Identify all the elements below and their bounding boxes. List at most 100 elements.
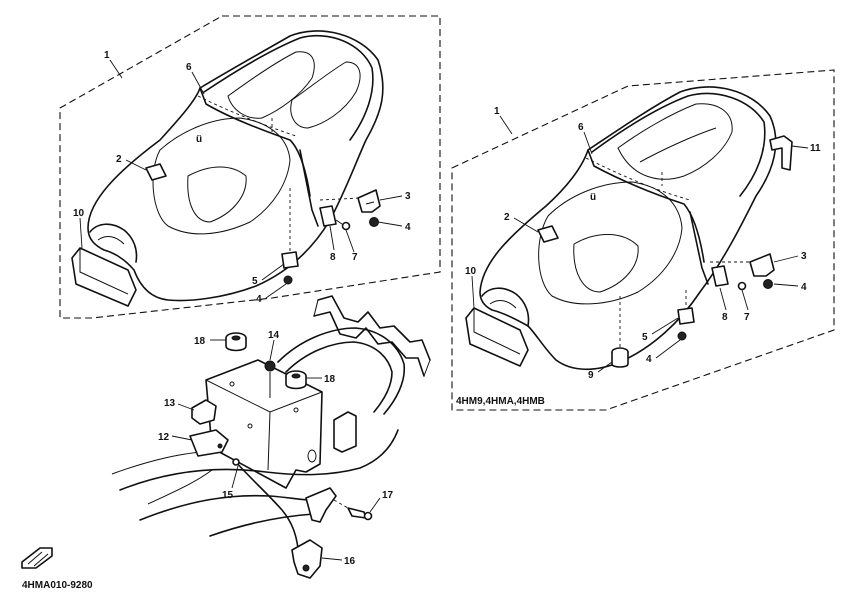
callout-frame-17: 17 — [382, 490, 394, 501]
callout-frame-16: 16 — [344, 556, 356, 567]
right-nut-4a — [763, 279, 773, 289]
callout-left-6: 6 — [186, 62, 192, 73]
right-damper-9 — [611, 352, 629, 368]
plate-slot — [307, 449, 317, 463]
leader-r4b — [655, 339, 681, 359]
right-bracket-3 — [749, 253, 775, 277]
plate-hole-b — [293, 407, 299, 413]
right-seat-nose — [481, 287, 530, 327]
right-nut-4b — [677, 331, 687, 341]
rubber-mount-18a — [225, 338, 247, 352]
lock-bracket-12-pin — [217, 443, 223, 449]
leader-r7 — [741, 289, 749, 311]
rubber-mount-18a-hole — [231, 335, 241, 341]
front-direction-arrow-shape — [21, 547, 53, 569]
seat-lock-cable — [235, 461, 299, 549]
left-bracket-3-hole — [365, 201, 375, 205]
left-seat-latch-tab — [145, 163, 167, 181]
rear-frame-rail-upper — [277, 327, 406, 415]
right-seat-body — [479, 86, 777, 371]
leader-r4a — [773, 283, 799, 287]
callout-left-2: 2 — [116, 154, 122, 165]
seat-hook-16 — [291, 539, 323, 579]
nut-14 — [264, 360, 276, 372]
leader-f13 — [177, 403, 195, 411]
leader-r10 — [471, 275, 475, 309]
leader-r9 — [597, 361, 613, 373]
rear-frame-crossmember-lower — [313, 311, 425, 377]
left-seat-pillion-panel-a — [227, 51, 315, 119]
leader-l1 — [109, 59, 123, 79]
right-seat-rider-panel — [538, 181, 683, 305]
callout-left-8: 8 — [330, 252, 336, 263]
callout-right-11: 11 — [810, 143, 821, 154]
callout-frame-15: 15 — [222, 490, 234, 501]
callout-right-2: 2 — [504, 212, 510, 223]
leader-l5 — [261, 263, 285, 281]
right-bolt-7 — [737, 281, 747, 291]
lower-bracket — [305, 487, 337, 523]
callout-left-4a: 4 — [405, 222, 411, 233]
callout-right-6: 6 — [578, 122, 584, 133]
callout-frame-13: 13 — [164, 398, 176, 409]
left-seat-side-strap — [299, 149, 319, 227]
rear-frame-crossmember — [317, 295, 431, 361]
left-seat-seam-stitch — [197, 95, 297, 137]
right-bracket-5 — [677, 307, 695, 325]
lock-bracket-12 — [189, 429, 229, 457]
left-seat-pillion-panel-b — [290, 61, 361, 129]
bolt-17-head — [363, 511, 373, 521]
front-direction-arrow-hatch-b — [33, 553, 49, 567]
main-frame-rail-a — [119, 429, 399, 491]
left-seat-nose-inner — [97, 236, 125, 245]
leader-l2 — [125, 159, 147, 171]
right-group-border — [451, 69, 835, 411]
callout-right-5: 5 — [642, 332, 648, 343]
leader-f16 — [321, 557, 343, 561]
left-seat-pillion — [203, 34, 374, 141]
left-bolt-7-shank — [335, 219, 343, 225]
leader-l3 — [379, 195, 403, 201]
right-seat-seam — [587, 149, 705, 263]
right-damper-8 — [711, 265, 729, 287]
callout-right-9: 9 — [588, 370, 594, 381]
left-bracket-3 — [357, 189, 381, 213]
main-frame-rail-c — [209, 513, 315, 537]
left-callout-leaders — [79, 59, 403, 299]
left-seat-rider-pad — [187, 166, 247, 223]
frame-callout-leaders — [171, 339, 381, 561]
drawing-code: 4HMA010-9280 — [22, 580, 93, 591]
callout-left-3: 3 — [405, 191, 411, 202]
rear-frame-gusset-a — [313, 299, 319, 317]
callout-right-7: 7 — [744, 312, 750, 323]
left-front-pad-edge — [79, 248, 129, 295]
leader-f14 — [269, 339, 275, 361]
rubber-mount-18b-hole — [291, 373, 301, 379]
callout-frame-18b: 18 — [324, 374, 336, 385]
right-seat-latch-tab — [537, 225, 559, 243]
right-callouts: 1 6 11 2 10 3 4 8 7 5 4 9 4HM9,4HMA,4HMB — [456, 106, 821, 407]
frame-assembly — [111, 295, 431, 579]
left-seat-body — [87, 30, 384, 302]
callout-left-1: 1 — [104, 50, 110, 61]
left-callouts: 1 6 2 10 3 4 8 7 5 4 — [73, 50, 411, 305]
seat-lock-13 — [191, 399, 217, 425]
right-seat-pillion — [591, 92, 766, 197]
leader-r3 — [773, 255, 799, 263]
callout-right-4b: 4 — [646, 354, 652, 365]
left-seat-mark: ü — [196, 134, 202, 145]
right-seat-pillion-rib — [639, 127, 717, 163]
right-grab-handle — [769, 135, 793, 171]
left-seat-rider-panel — [152, 117, 291, 235]
right-seat-mark: ü — [590, 192, 596, 203]
leader-f12 — [171, 435, 193, 441]
rear-frame-rail-inner — [285, 341, 393, 413]
battery-box-plate-fold — [267, 411, 271, 471]
right-seat-side-strap — [689, 211, 709, 285]
right-seat-assembly: ü — [451, 69, 835, 411]
rear-frame-side-box — [333, 411, 357, 453]
callout-left-10: 10 — [73, 208, 85, 219]
leader-l4b — [265, 283, 287, 299]
left-bolt-7 — [341, 221, 351, 231]
